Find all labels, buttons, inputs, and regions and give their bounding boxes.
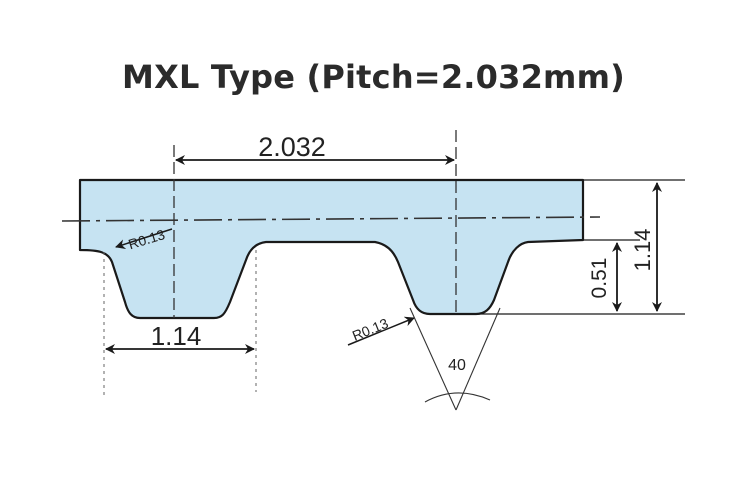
- pitch-label: 2.032: [258, 132, 326, 162]
- diagram-title: MXL Type (Pitch=2.032mm): [122, 58, 625, 96]
- radius-bottom-leader: [347, 316, 415, 346]
- angle-label: 40: [448, 357, 466, 374]
- radius-left-leader: [115, 228, 173, 250]
- radius-bottom-label: R0.13: [350, 315, 391, 344]
- pitch-line: [61, 216, 601, 222]
- angle-arc: [424, 392, 491, 403]
- tooth-width-label: 1.14: [151, 321, 202, 351]
- tooth-height-label: 0.51: [588, 258, 611, 299]
- belt-height-label: 1.14: [630, 229, 655, 272]
- angle-line-left: [409, 307, 457, 411]
- belt-profile: [78, 178, 585, 320]
